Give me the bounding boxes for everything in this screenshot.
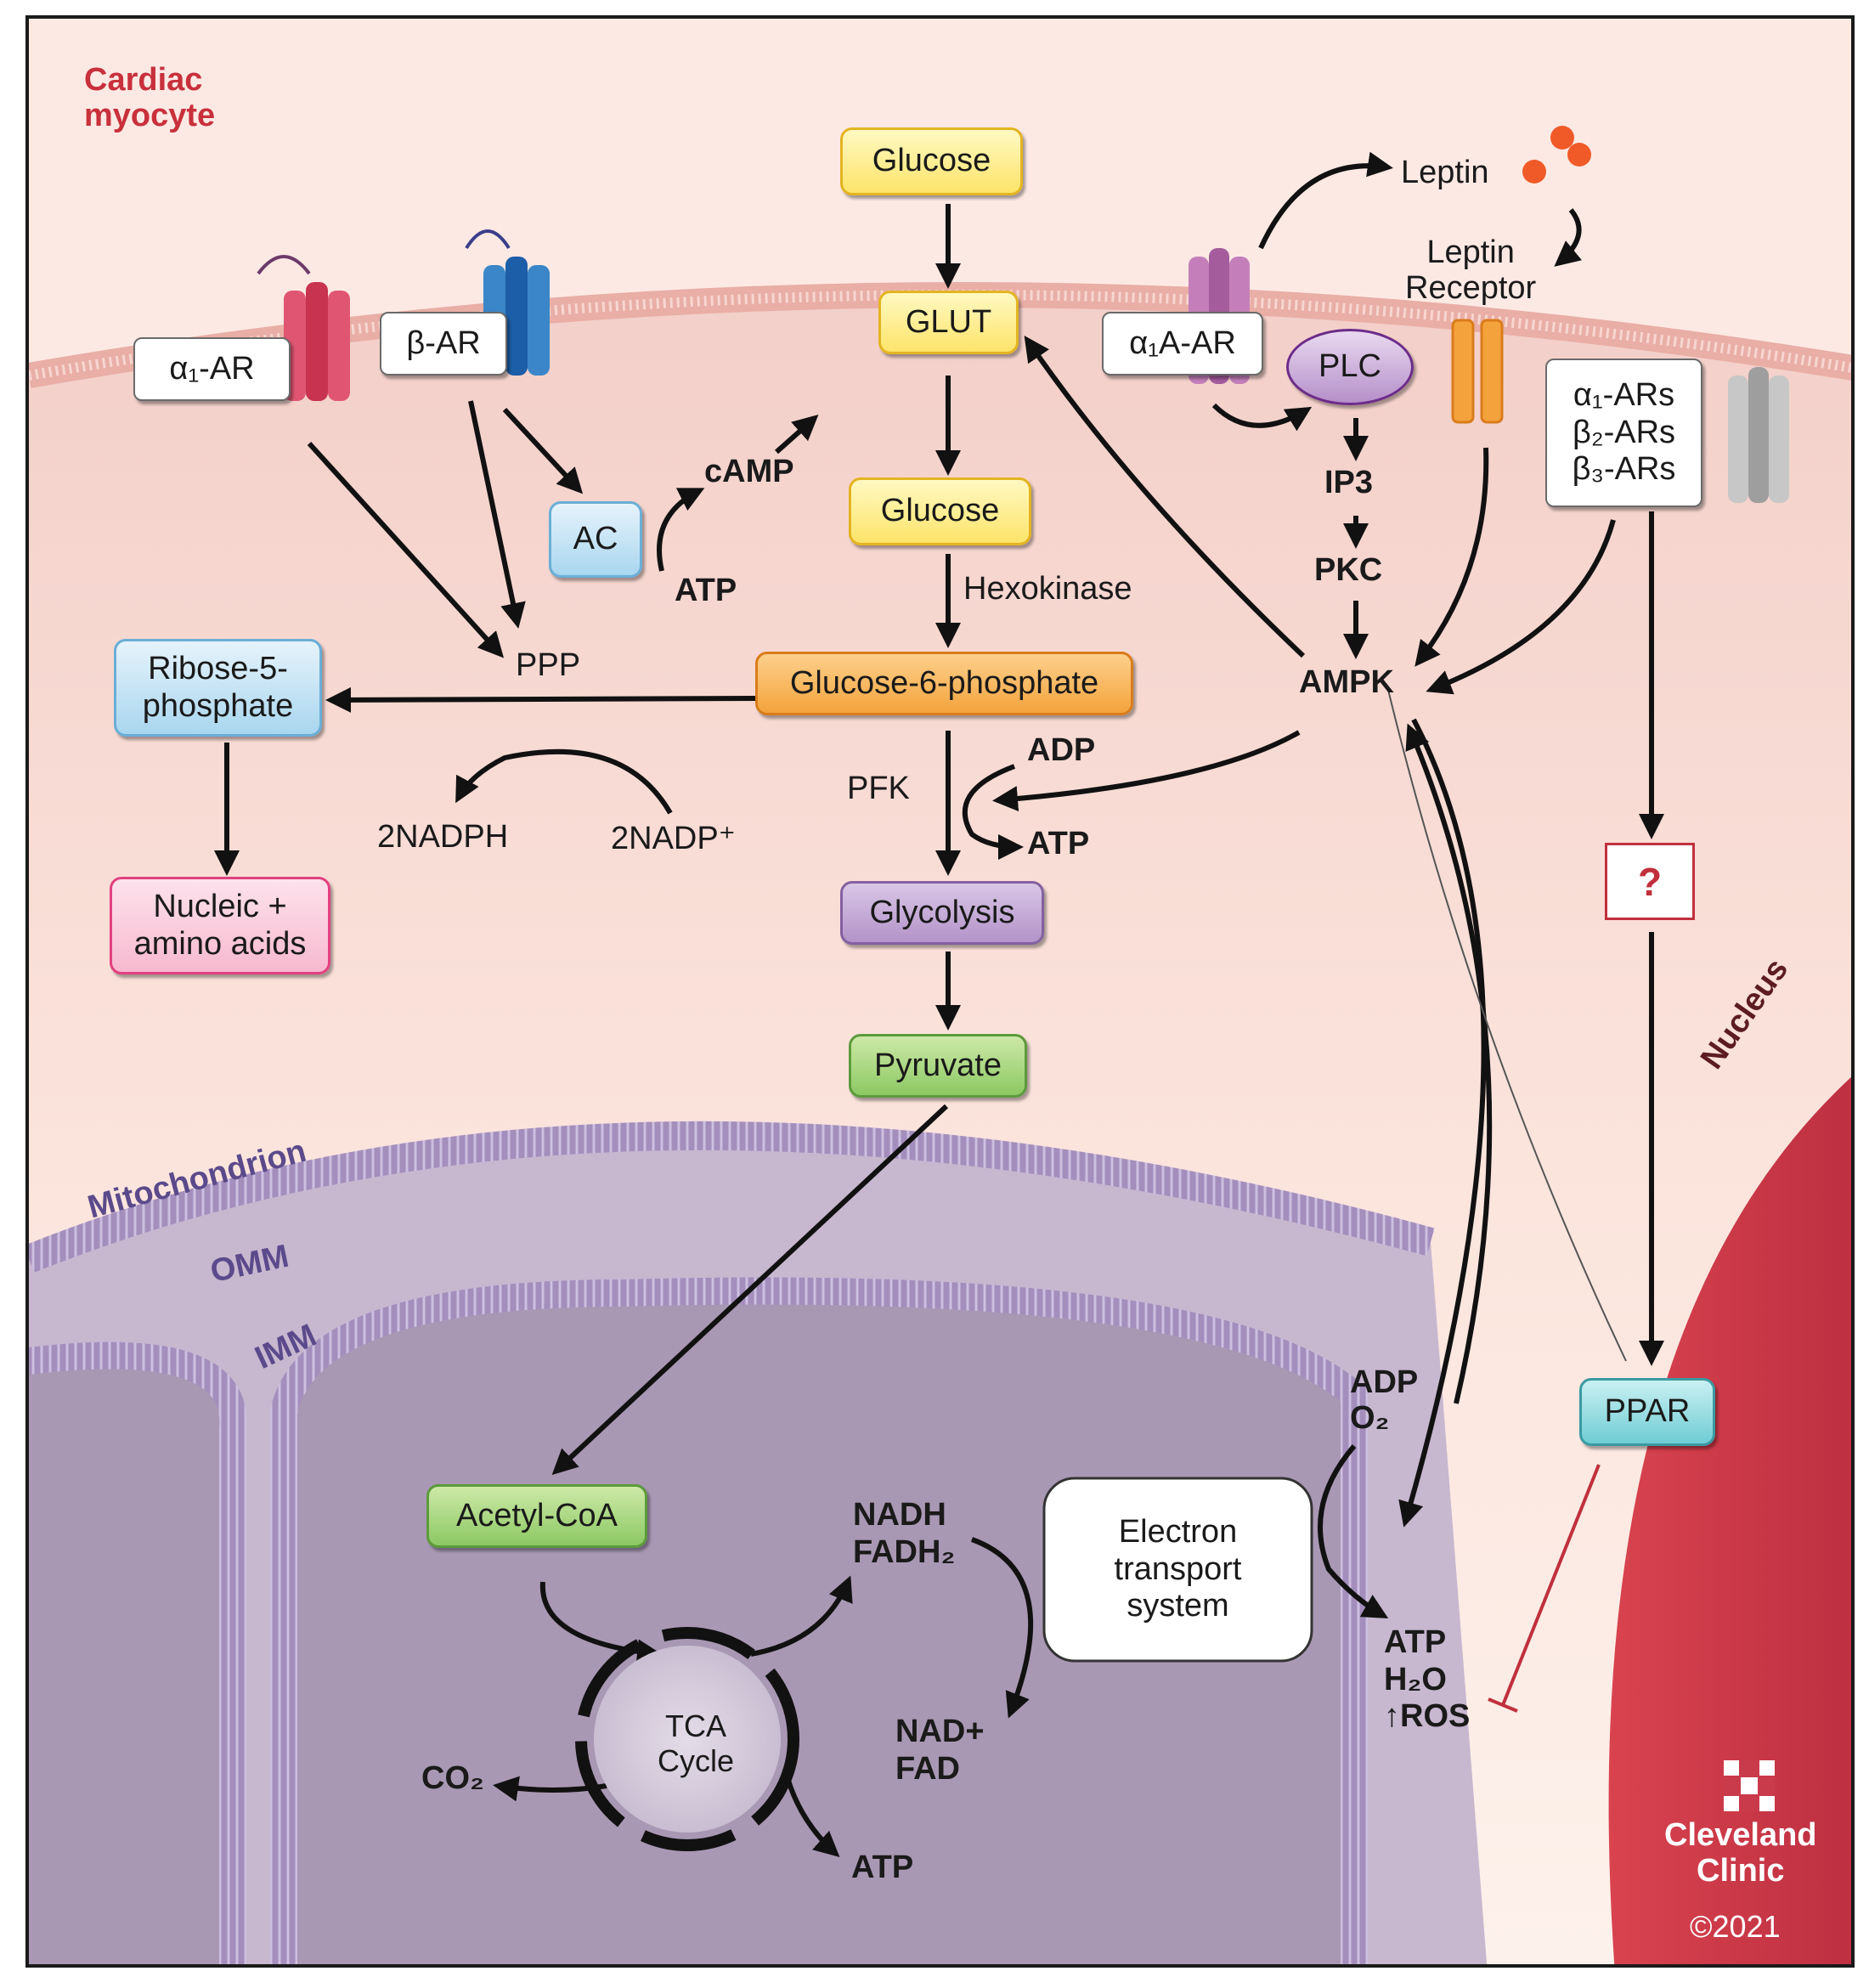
arrow-alpha1-ppp	[307, 441, 505, 658]
leptin-receptor-label: Leptin Receptor	[1405, 234, 1537, 306]
acetyl-coa-node: Acetyl-CoA	[426, 1484, 647, 1548]
nadh-fadh2-label: NADH FADH₂	[853, 1497, 956, 1570]
glucose-extracellular-node: Glucose	[840, 127, 1023, 195]
adp-o2-label: ADP O₂	[1350, 1364, 1419, 1436]
leptin-label: Leptin	[1401, 155, 1489, 190]
ppar-inhibition-line	[1488, 1464, 1601, 1713]
arrow-beta-ac	[502, 407, 584, 494]
arrow-adp-atp-pfk	[962, 764, 1024, 860]
ets-products-label: ATP H₂O ↑ROS	[1384, 1624, 1471, 1735]
ampk-ppar-link	[1387, 689, 1627, 1362]
pyruvate-node: Pyruvate	[849, 1034, 1027, 1098]
multi-ar-label: α₁-ARs β₂-ARs β₃-ARs	[1545, 359, 1702, 507]
alpha1-ar-label: α₁-AR	[133, 337, 291, 401]
nadp-label: 2NADP⁺	[611, 821, 736, 856]
ip3-label: IP3	[1324, 465, 1374, 500]
glucose-intracellular-node: Glucose	[849, 477, 1031, 545]
atp-ac-label: ATP	[675, 573, 737, 608]
arrow-camp-glut	[775, 415, 819, 455]
arrow-alpha1a-plc	[1211, 403, 1313, 432]
arrow-leptinr-ampk	[1414, 447, 1489, 667]
co2-label: CO₂	[421, 1760, 484, 1796]
adp-pfk-label: ADP	[1027, 732, 1096, 768]
beta-ar-label: β-AR	[380, 312, 507, 376]
glucose-6-phosphate-node: Glucose-6-phosphate	[755, 652, 1133, 715]
cell-label: Cardiac myocyte	[84, 62, 216, 133]
arrow-ampk-ets	[1398, 718, 1487, 1528]
hexokinase-label: Hexokinase	[963, 571, 1132, 607]
arrow-nadh-nad	[970, 1537, 1034, 1719]
arrow-adp-atp-ets	[1318, 1444, 1389, 1618]
pfk-label: PFK	[847, 771, 910, 806]
arrow-ampk-pfk	[992, 730, 1301, 812]
arrow-leptin-receptor	[1554, 208, 1583, 267]
nadph-label: 2NADPH	[377, 819, 509, 855]
multi-receptor-shape	[1728, 367, 1789, 503]
ets-box-outline	[1042, 1477, 1313, 1663]
nad-fad-label: NAD+ FAD	[895, 1714, 985, 1787]
copyright-label: ©2021	[1690, 1909, 1781, 1944]
multi-ar-line: β₂-ARs	[1572, 414, 1676, 450]
tca-cycle-ring	[575, 1627, 799, 1851]
arrow-ets-ampk	[1405, 723, 1493, 1404]
arrow-alpha1a-leptin	[1258, 151, 1393, 250]
cleveland-clinic-name: Cleveland Clinic	[1664, 1817, 1817, 1889]
leptin-receptor-shape	[1451, 319, 1504, 424]
camp-label: cAMP	[704, 454, 794, 489]
nucleus	[1608, 1077, 1851, 1964]
glycolysis-node: Glycolysis	[840, 881, 1044, 945]
ppar-node: PPAR	[1579, 1378, 1715, 1446]
ribose-5-phosphate-node: Ribose-5- phosphate	[114, 639, 322, 737]
cleveland-clinic-logo-mark	[1724, 1760, 1775, 1811]
arrow-atp-camp	[657, 488, 705, 572]
alpha1a-ar-label: α₁A-AR	[1102, 312, 1263, 376]
glut-node: GLUT	[878, 291, 1019, 354]
tca-cycle-label: TCA Cycle	[657, 1708, 735, 1778]
atp-pfk-label: ATP	[1027, 826, 1090, 861]
mitochondrion-matrix	[29, 1355, 234, 1964]
ppp-label: PPP	[516, 647, 581, 683]
arrow-g6p-ribose	[325, 686, 762, 713]
arrow-beta-ppp	[468, 400, 526, 629]
arrow-nadp-nadph	[455, 748, 673, 815]
arrow-multi-ampk	[1426, 519, 1616, 695]
multi-ar-line: α₁-ARs	[1573, 376, 1675, 413]
plc-node: PLC	[1286, 329, 1414, 405]
electron-transport-system-node: Electron transport system	[1114, 1513, 1242, 1624]
tca-cycle-disc	[594, 1646, 781, 1833]
multi-ar-line: β₃-ARs	[1572, 451, 1676, 488]
atp-tca-label: ATP	[851, 1850, 914, 1885]
unknown-node: ?	[1605, 843, 1695, 920]
leptin-molecule	[1522, 160, 1546, 184]
nucleic-amino-acids-node: Nucleic + amino acids	[110, 877, 330, 974]
arrow-ampk-glut	[1024, 336, 1306, 658]
diagram-frame: Cardiac myocyte Nucleus Mitochondrion OM…	[25, 15, 1855, 1968]
ampk-label: AMPK	[1299, 664, 1394, 700]
adenylyl-cyclase-node: AC	[549, 501, 642, 578]
arrow-pyruvate-acetyl	[551, 1104, 949, 1476]
arrow-tca-nadh	[750, 1575, 853, 1657]
mitochondrion-inner	[284, 1291, 1354, 1964]
pkc-label: PKC	[1314, 552, 1383, 588]
